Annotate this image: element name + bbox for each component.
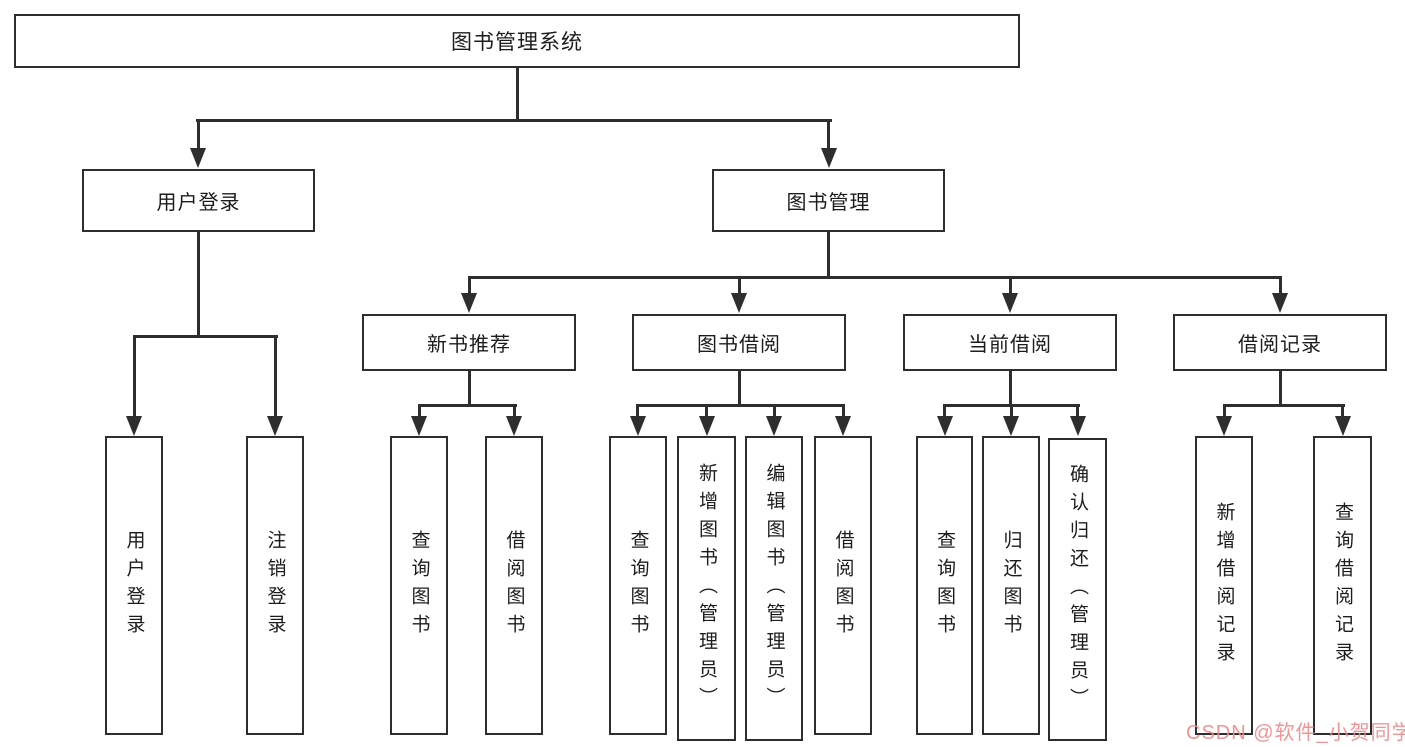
arrowhead-down-icon <box>629 416 646 436</box>
leaf-user-login: 用户登录 <box>105 436 163 735</box>
connector-shaft <box>636 404 639 420</box>
arrowhead-down-icon <box>1003 416 1019 436</box>
arrowhead-down-icon <box>1334 416 1351 436</box>
node-new-book-recommend-label: 新书推荐 <box>427 334 511 356</box>
leaf-label: 查询图书 <box>408 529 430 642</box>
arrowhead-down-icon <box>820 148 837 168</box>
watermark: CSDN @软件_小贺同学 <box>1186 722 1405 744</box>
leaf-label: 查询借阅记录 <box>1332 501 1353 670</box>
arrowhead-down-icon <box>698 416 715 436</box>
connector-shaft <box>1341 404 1344 420</box>
connector-shaft <box>705 404 708 420</box>
leaf-logout: 注销登录 <box>246 436 304 735</box>
leaf-label: 归还图书 <box>1000 529 1022 642</box>
connector-shaft <box>196 119 200 152</box>
connector-borrow-records-branch <box>1222 404 1345 407</box>
arrowhead-down-icon <box>731 293 747 313</box>
connector-shaft <box>943 404 946 420</box>
connector-shaft <box>132 335 136 420</box>
connector-book-borrow-branch <box>636 404 845 407</box>
node-book-mgmt-label: 图书管理 <box>786 192 871 214</box>
node-borrow-records: 借阅记录 <box>1173 314 1387 371</box>
leaf-label: 新增图书（管理员） <box>696 462 717 715</box>
connector-shaft <box>417 404 421 420</box>
arrowhead-down-icon <box>835 416 851 436</box>
leaf-query-books-recommend: 查询图书 <box>390 436 448 735</box>
leaf-query-books-current: 查询图书 <box>916 436 973 735</box>
arrowhead-down-icon <box>411 416 427 436</box>
leaf-add-book-admin: 新增图书（管理员） <box>677 436 736 741</box>
node-book-borrow-label: 图书借阅 <box>697 334 781 356</box>
connector-shaft <box>512 404 516 420</box>
connector-shaft <box>737 276 741 296</box>
connector-shaft <box>1008 276 1012 296</box>
leaf-label: 查询图书 <box>934 529 955 642</box>
node-current-borrow-label: 当前借阅 <box>968 334 1052 356</box>
connector-new-book-branch <box>417 404 517 407</box>
leaf-add-borrow-record: 新增借阅记录 <box>1195 436 1253 735</box>
leaf-borrow-books: 借阅图书 <box>814 436 872 735</box>
connector-shaft <box>827 119 830 152</box>
connector-shaft <box>1009 404 1013 420</box>
connector-book-borrow-stem <box>737 370 741 407</box>
connector-current-borrow-stem <box>1008 370 1012 407</box>
arrowhead-down-icon <box>1272 293 1288 313</box>
leaf-edit-book-admin: 编辑图书（管理员） <box>745 436 803 741</box>
connector-root-stem <box>515 67 519 122</box>
connector-root-branch <box>195 119 832 122</box>
arrowhead-down-icon <box>1069 416 1086 436</box>
arrowhead-down-icon <box>1216 416 1232 436</box>
connector-borrow-records-stem <box>1278 370 1282 407</box>
node-root: 图书管理系统 <box>14 14 1020 68</box>
connector-book-mgmt-stem <box>827 231 830 279</box>
arrowhead-down-icon <box>936 416 953 436</box>
leaf-confirm-return-admin: 确认归还（管理员） <box>1048 438 1107 741</box>
connector-shaft <box>841 404 845 420</box>
leaf-borrow-books-recommend: 借阅图书 <box>485 436 543 735</box>
leaf-label: 注销登录 <box>264 529 286 642</box>
leaf-query-borrow-record: 查询借阅记录 <box>1313 436 1372 735</box>
node-root-label: 图书管理系统 <box>451 31 583 54</box>
connector-shaft <box>1278 276 1282 296</box>
leaf-label: 确认归还（管理员） <box>1067 463 1088 716</box>
node-borrow-records-label: 借阅记录 <box>1238 334 1322 356</box>
node-current-borrow: 当前借阅 <box>903 314 1117 371</box>
arrowhead-down-icon <box>190 148 206 168</box>
arrowhead-down-icon <box>126 416 142 436</box>
leaf-query-books-borrow: 查询图书 <box>609 436 667 735</box>
leaf-label: 新增借阅记录 <box>1213 501 1235 670</box>
arrowhead-down-icon <box>1002 293 1018 313</box>
connector-shaft <box>273 335 277 420</box>
node-book-borrow: 图书借阅 <box>632 314 846 371</box>
connector-new-book-stem <box>467 370 471 407</box>
leaf-return-book: 归还图书 <box>982 436 1040 735</box>
node-user-login-label: 用户登录 <box>156 192 241 214</box>
arrowhead-down-icon <box>766 416 782 436</box>
leaf-label: 用户登录 <box>123 529 145 642</box>
connector-user-login-branch <box>132 335 278 338</box>
leaf-label: 编辑图书（管理员） <box>763 462 785 715</box>
leaf-label: 借阅图书 <box>503 529 525 642</box>
arrowhead-down-icon <box>506 416 522 436</box>
connector-shaft <box>1222 404 1226 420</box>
connector-book-mgmt-branch <box>467 276 1282 279</box>
connector-shaft <box>1076 404 1079 420</box>
node-user-login: 用户登录 <box>82 169 315 232</box>
node-book-mgmt: 图书管理 <box>712 169 945 232</box>
leaf-label: 借阅图书 <box>832 529 854 642</box>
node-new-book-recommend: 新书推荐 <box>362 314 576 371</box>
leaf-label: 查询图书 <box>627 529 649 642</box>
connector-user-login-stem <box>196 231 200 338</box>
arrowhead-down-icon <box>267 416 283 436</box>
arrowhead-down-icon <box>461 293 477 313</box>
connector-shaft <box>772 404 776 420</box>
connector-shaft <box>467 276 471 296</box>
